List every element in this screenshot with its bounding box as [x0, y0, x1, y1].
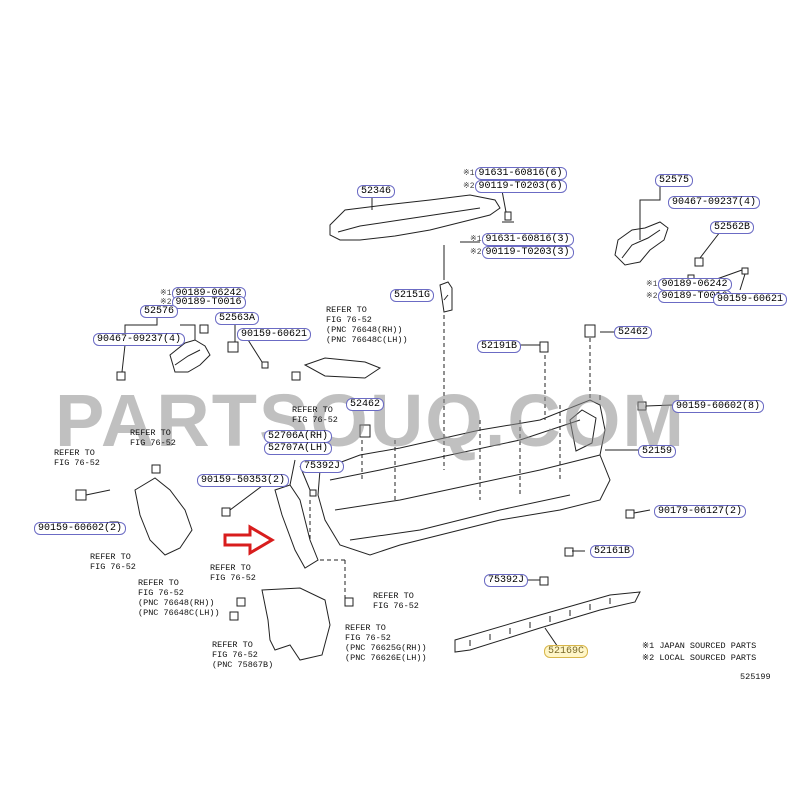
note-mark-1: ※1	[470, 235, 482, 244]
part-label-52562B[interactable]: 52562B	[710, 221, 755, 234]
figure-number: 525199	[740, 672, 771, 682]
part-label-52346[interactable]: 52346	[357, 185, 396, 198]
part-label-52707A[interactable]: 52707A(LH)	[264, 442, 333, 455]
part-label-90159-60602-2[interactable]: 90159-60602(2)	[34, 522, 127, 535]
part-label-52151G[interactable]: 52151G	[390, 289, 435, 302]
part-label-90189-right[interactable]: 90189-06242	[657, 278, 732, 291]
part-label-52575[interactable]: 52575	[655, 174, 694, 187]
part-label-52706A[interactable]: 52706A(RH)	[264, 430, 333, 443]
part-label-52169C[interactable]: 52169C	[544, 645, 589, 658]
refer-note-left-side: REFER TO FIG 76-52	[54, 448, 100, 468]
part-label-90467-left[interactable]: 90467-09237(4)	[93, 333, 186, 346]
refer-note-left-upper: REFER TO FIG 76-52	[130, 428, 176, 448]
part-label-90159-50353[interactable]: 90159-50353(2)	[197, 474, 290, 487]
mudguard-52706A	[274, 484, 319, 569]
part-label-90159-right[interactable]: 90159-60621	[713, 293, 788, 306]
bolt-91631	[504, 211, 512, 221]
absorber-plate	[303, 357, 382, 379]
legend-japan-sourced: ※1 JAPAN SOURCED PARTS	[642, 641, 757, 651]
refer-note-flap: REFER TO FIG 76-52	[210, 563, 256, 583]
bumper-cover-52159	[317, 399, 611, 556]
watermark-text: PARTSOUQ.COM	[55, 379, 687, 462]
lower-spoiler-52169C	[454, 591, 641, 653]
refer-note-bottom: REFER TO FIG 76-52	[373, 591, 419, 611]
part-label-90159-60602-8[interactable]: 90159-60602(8)	[672, 400, 765, 413]
refer-note-left-lower: REFER TO FIG 76-52	[90, 552, 136, 572]
note-mark-1: ※1	[160, 289, 172, 298]
part-label-52191B[interactable]: 52191B	[477, 340, 522, 353]
refer-note-left-pnc: REFER TO FIG 76-52 (PNC 76648(RH)) (PNC …	[138, 578, 220, 618]
part-label-75392J-lower[interactable]: 75392J	[484, 574, 529, 587]
bracket-52575	[614, 221, 669, 266]
note-mark-2: ※2	[470, 248, 482, 257]
part-label-90119-a[interactable]: 90119-T0203(6)	[474, 180, 567, 193]
part-label-52563A[interactable]: 52563A	[215, 312, 260, 325]
refer-note-absorber: REFER TO FIG 76-52 (PNC 76648(RH)) (PNC …	[326, 305, 408, 345]
part-label-91631-b[interactable]: 91631-60816(3)	[481, 233, 574, 246]
legend-local-sourced: ※2 LOCAL SOURCED PARTS	[642, 653, 757, 663]
part-label-52462-mid[interactable]: 52462	[346, 398, 385, 411]
side-bracket-left	[134, 477, 193, 556]
part-label-52462-top[interactable]: 52462	[614, 326, 653, 339]
note-mark-2: ※2	[463, 182, 475, 191]
bracket-52576	[169, 339, 211, 373]
part-label-90179[interactable]: 90179-06127(2)	[654, 505, 747, 518]
part-label-91631-a[interactable]: 91631-60816(6)	[474, 167, 567, 180]
note-mark-1: ※1	[646, 280, 658, 289]
highlight-arrow	[223, 524, 275, 556]
part-label-75392J-upper[interactable]: 75392J	[300, 460, 345, 473]
part-label-90189T-left[interactable]: 90189-T0016	[171, 296, 246, 309]
refer-note-flap-pnc: REFER TO FIG 76-52 (PNC 75867B)	[212, 640, 274, 670]
refer-note-mid: REFER TO FIG 76-52	[292, 405, 338, 425]
part-label-52576[interactable]: 52576	[140, 305, 179, 318]
note-mark-2: ※2	[646, 292, 658, 301]
refer-note-bottom-pnc: REFER TO FIG 76-52 (PNC 76625G(RH)) (PNC…	[345, 623, 427, 663]
part-label-90159-left[interactable]: 90159-60621	[237, 328, 312, 341]
part-label-52159[interactable]: 52159	[638, 445, 677, 458]
clip-52462	[584, 324, 596, 338]
note-mark-1: ※1	[463, 169, 475, 178]
note-mark-2: ※2	[160, 298, 172, 307]
mud-flap	[261, 587, 331, 661]
part-label-52161B[interactable]: 52161B	[590, 545, 635, 558]
part-label-90467-right[interactable]: 90467-09237(4)	[668, 196, 761, 209]
part-label-90119-b[interactable]: 90119-T0203(3)	[481, 246, 574, 259]
